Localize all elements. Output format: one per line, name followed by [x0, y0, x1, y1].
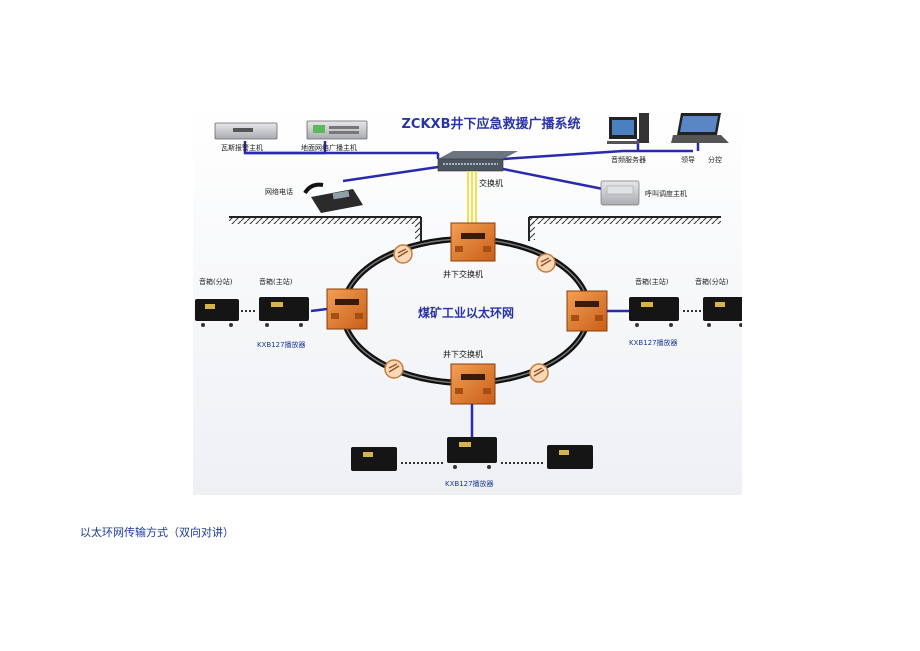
- underground-switch-bottom: [450, 363, 496, 405]
- dispatch-host-device: [600, 180, 640, 206]
- left-player-label: KXB127播放器: [257, 340, 306, 349]
- right-player-label: KXB127播放器: [629, 338, 678, 347]
- underground-switch-top: [450, 222, 496, 262]
- underground-switch-right: [566, 290, 608, 332]
- right-main-speaker-label: 音箱(主站): [635, 277, 669, 286]
- ground-broadcast-host-device: [306, 120, 368, 140]
- bottom-right-speaker: [547, 445, 593, 469]
- ground-surface-left: [229, 216, 422, 241]
- ring-connectors: [384, 244, 556, 383]
- ground-broadcast-host-label: 地面网络广播主机: [301, 143, 357, 152]
- surface-network-lines: [243, 139, 700, 191]
- left-sub-speaker: [195, 299, 239, 327]
- right-sub-speaker: [703, 297, 742, 327]
- gas-alarm-host-device: [214, 122, 278, 140]
- audio-server-label: 音频服务器: [611, 155, 646, 164]
- underground-switch-bottom-label: 井下交换机: [443, 349, 483, 359]
- audio-server-device: [607, 113, 649, 144]
- left-sub-speaker-label: 音箱(分站): [199, 277, 233, 286]
- ground-surface-right: [528, 216, 721, 241]
- player-links: [310, 307, 629, 437]
- sub-control-label: 分控: [708, 155, 722, 164]
- network-phone-device: [303, 182, 363, 213]
- network-phone-label: 网络电话: [265, 187, 293, 196]
- ring-label: 煤矿工业以太环网: [418, 305, 514, 320]
- right-main-speaker: [629, 297, 679, 327]
- figure-caption: 以太环网传输方式（双向对讲）: [80, 526, 234, 539]
- diagram-title: ZCKXB井下应急救援广播系统: [402, 116, 581, 132]
- diagram-canvas: ZCKXB井下应急救援广播系统 瓦斯报警主机 地面网络广播主机 交换机: [193, 101, 742, 495]
- leader-label: 领导: [681, 155, 695, 164]
- yellow-link: [467, 171, 477, 225]
- bottom-main-speaker: [447, 437, 497, 469]
- main-switch-device: [437, 151, 518, 172]
- system-diagram: ZCKXB井下应急救援广播系统 瓦斯报警主机 地面网络广播主机 交换机: [193, 101, 742, 495]
- left-main-speaker-label: 音箱(主站): [259, 277, 293, 286]
- leader-laptop-device: [671, 113, 729, 143]
- underground-switch-left: [326, 288, 368, 330]
- left-main-speaker: [259, 297, 309, 327]
- main-switch-label: 交换机: [479, 178, 503, 188]
- underground-switch-top-label: 井下交换机: [443, 269, 483, 279]
- gas-alarm-host-label: 瓦斯报警主机: [221, 143, 263, 152]
- dispatch-host-label: 呼叫调度主机: [645, 189, 687, 198]
- right-sub-speaker-label: 音箱(分站): [695, 277, 729, 286]
- bottom-left-speaker: [351, 447, 397, 471]
- bottom-player-label: KXB127播放器: [445, 479, 494, 488]
